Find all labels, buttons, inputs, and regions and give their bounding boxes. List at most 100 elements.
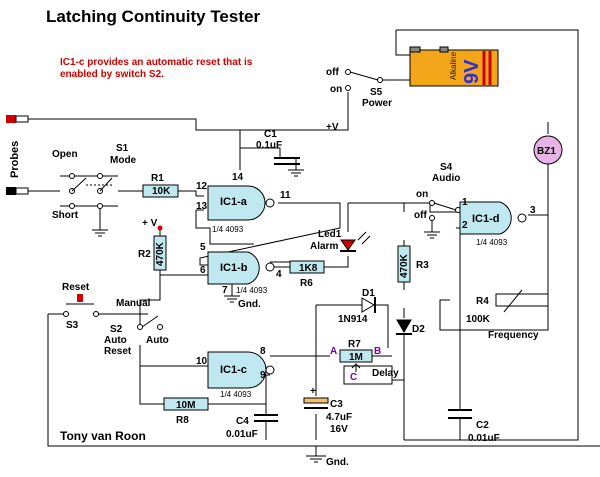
r7-value: 1M — [349, 352, 363, 363]
led1-desc: Alarm — [310, 241, 338, 252]
r7-pin-a: A — [330, 346, 337, 357]
note-line-1: IC1-c provides an automatic reset that i… — [60, 57, 253, 68]
r2-name: R2 — [138, 249, 151, 260]
ic1b-pin5: 5 — [200, 242, 206, 253]
s1-open-label: Open — [52, 149, 78, 160]
ic1d-pin1: 1 — [462, 197, 468, 208]
s2-desc1: Auto — [104, 335, 127, 346]
s1-desc: Mode — [110, 155, 137, 166]
ic1c-label: IC1-c — [220, 364, 247, 376]
c4-name: C4 — [236, 416, 249, 427]
switch-s3: Reset S3 — [62, 282, 99, 331]
d2-name: D2 — [412, 324, 425, 335]
d1-name: D1 — [362, 288, 375, 299]
s4-name: S4 — [440, 162, 453, 173]
ic1a-pin12: 12 — [196, 181, 208, 192]
resistor-r3 — [397, 245, 411, 283]
switch-s4: S4 Audio on off — [414, 162, 461, 239]
ic1b-label: IC1-b — [220, 262, 248, 274]
s1-short-label: Short — [52, 210, 79, 221]
ic1b-part: 1/4 4093 — [236, 286, 268, 295]
d1-part: 1N914 — [338, 314, 368, 325]
author-credit: Tony van Roon — [60, 429, 146, 443]
bz1-label: BZ1 — [537, 146, 556, 157]
resistor-r2: 470K R2 + V — [138, 218, 167, 271]
r6-value: 1K8 — [299, 263, 318, 274]
r7-name: R7 — [348, 339, 361, 350]
resistor-r4: R4 100K Frequency — [466, 289, 549, 341]
s2-desc2: Reset — [104, 346, 132, 357]
r1-value: 10K — [152, 186, 171, 197]
c3-value: 4.7uF — [326, 412, 352, 423]
r4-value: 100K — [466, 314, 491, 325]
resistor-r7: 1M R7 A B C Delay — [330, 339, 399, 385]
s3-desc: Reset — [62, 282, 90, 293]
capacitor-c2: C2 0.01uF — [448, 409, 500, 444]
ground-main: Gnd. — [306, 446, 349, 468]
led1-name: Led1 — [318, 229, 342, 240]
ic1a-label: IC1-a — [220, 196, 248, 208]
switch-s5: off on S5 Power — [326, 67, 411, 109]
ground-c1 — [288, 169, 304, 177]
ground-ic1b — [224, 295, 240, 303]
battery-voltage: 9V — [461, 59, 483, 84]
r6-name: R6 — [300, 278, 313, 289]
ic1d-part: 1/4 4093 — [476, 238, 508, 247]
s5-desc: Power — [362, 98, 392, 109]
ic1b-pin4: 4 — [276, 269, 282, 280]
r3-name: R3 — [416, 260, 429, 271]
resistor-r8 — [163, 397, 209, 411]
led1: Led1 Alarm — [310, 229, 371, 252]
diode-d2: D2 — [396, 319, 425, 335]
switch-s1: Open Short S1 Mode — [52, 143, 137, 221]
s4-on: on — [416, 189, 428, 200]
ic1c-pin10: 10 — [196, 356, 208, 367]
r7-desc: Delay — [372, 368, 399, 379]
s5-off-label: off — [326, 67, 339, 78]
ic1c-pin8: 8 — [260, 346, 266, 357]
c4-value: 0.01uF — [226, 429, 258, 440]
capacitor-c3: + C3 4.7uF 16V — [303, 386, 352, 435]
r1-name: R1 — [151, 173, 164, 184]
s3-name: S3 — [66, 320, 79, 331]
s5-name: S5 — [370, 87, 383, 98]
ic1d-label: IC1-d — [472, 213, 500, 225]
resistor-r1 — [142, 184, 179, 198]
r3-value: 470K — [399, 253, 410, 278]
s4-off: off — [414, 210, 427, 221]
ic1c-part: 1/4 4093 — [220, 390, 252, 399]
r4-desc: Frequency — [488, 330, 539, 341]
switch-s2: Manual S2 Auto Reset Auto — [104, 298, 169, 357]
r2-value: 470K — [155, 241, 166, 266]
c3-volt: 16V — [330, 424, 348, 435]
resistor-r6 — [289, 260, 325, 274]
wiring — [28, 29, 600, 447]
c1-value: 0.1uF — [256, 140, 282, 151]
capacitor-c4: C4 0.01uF — [226, 414, 278, 440]
s4-desc: Audio — [432, 173, 460, 184]
gate-ic1a: IC1-a 1/4 4093 12 13 14 11 — [196, 172, 291, 234]
s2-name: S2 — [110, 324, 123, 335]
black-probe — [6, 187, 16, 195]
r2-plus-v: + V — [142, 218, 158, 229]
diagram-title: Latching Continuity Tester — [46, 7, 260, 26]
r8-name: R8 — [176, 415, 189, 426]
r8-value: 10M — [176, 400, 195, 411]
r7-pin-b: B — [374, 346, 381, 357]
c2-name: C2 — [476, 420, 489, 431]
r4-name: R4 — [476, 296, 489, 307]
note-line-2: enabled by switch S2. — [60, 69, 164, 80]
battery-brand: Alkaline — [449, 51, 458, 80]
gate-ic1d: IC1-d 1/4 4093 1 2 3 — [459, 197, 536, 247]
battery-9v: Alkaline 9V — [409, 46, 499, 87]
buzzer-bz1 — [533, 135, 563, 165]
ic1a-pin11: 11 — [280, 190, 291, 201]
ic1d-pin3: 3 — [530, 205, 536, 216]
s2-manual: Manual — [116, 298, 151, 309]
diode-d1: D1 1N914 — [338, 288, 376, 325]
s1-name: S1 — [116, 143, 129, 154]
ic1a-pin13: 13 — [196, 201, 208, 212]
r7-pin-c: C — [350, 372, 357, 383]
